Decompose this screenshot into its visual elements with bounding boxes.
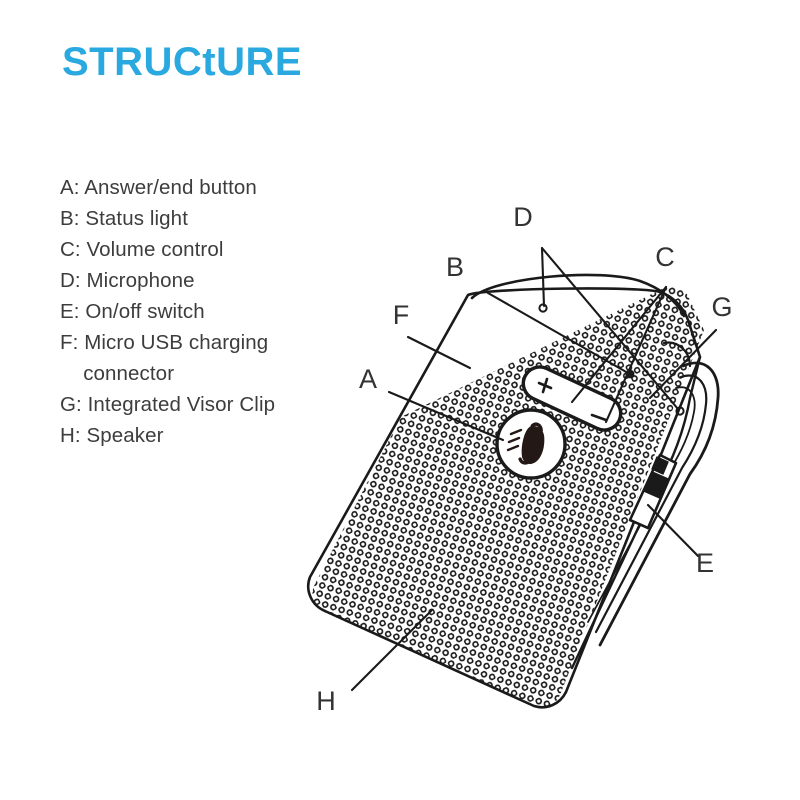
volume-up-icon[interactable] — [537, 377, 553, 394]
legend-item-b: B: Status light — [60, 207, 188, 230]
leader-line-e — [646, 503, 700, 558]
on-off-switch-tab — [651, 456, 669, 475]
leader-lines — [350, 246, 718, 692]
visor-clip-outer — [598, 361, 720, 647]
leader-line-b — [486, 291, 630, 375]
legend-item-h: H: Speaker — [60, 424, 164, 447]
callout-letter-b: B — [446, 252, 464, 282]
legend-list: A: Answer/end button B: Status light C: … — [60, 172, 360, 451]
page-title: STRUCtURE — [62, 40, 303, 84]
volume-control-rocker[interactable] — [518, 362, 626, 436]
leader-line-h — [350, 608, 434, 692]
callout-letter-c: C — [655, 242, 675, 272]
leader-line-g — [648, 328, 718, 400]
callout-letter-e: E — [696, 548, 714, 578]
legend-item-c: C: Volume control — [60, 238, 224, 261]
on-off-switch-nub — [643, 471, 669, 499]
volume-down-icon[interactable] — [590, 413, 608, 422]
callout-letter-a: A — [359, 364, 377, 394]
leader-line-c2 — [604, 285, 668, 424]
legend-item-d: D: Microphone — [60, 269, 195, 292]
legend-item-e: E: On/off switch — [60, 300, 205, 323]
callout-letter-f: F — [393, 300, 410, 330]
leader-line-c1 — [570, 285, 668, 404]
answer-end-button[interactable] — [495, 408, 567, 480]
leader-line-d1 — [540, 246, 546, 308]
callout-letter-g: G — [711, 292, 732, 322]
callout-letter-h: H — [316, 686, 336, 716]
leader-line-a — [387, 390, 505, 442]
device-group: A B C D E F G H — [306, 202, 733, 716]
visor-clip-top-curve — [662, 341, 692, 368]
visor-clip-arm — [587, 386, 696, 623]
leader-line-f — [406, 335, 472, 370]
sound-wave-icon — [506, 428, 523, 452]
legend-item-a: A: Answer/end button — [60, 176, 257, 199]
leader-line-d2 — [540, 246, 680, 411]
legend-item-f: F: Micro USB charging connector — [60, 331, 269, 385]
volume-rocker-body[interactable] — [518, 362, 626, 436]
legend-item-g: G: Integrated Visor Clip — [60, 393, 276, 416]
callout-letter-d: D — [513, 202, 533, 232]
phone-handset-icon — [518, 422, 545, 465]
microphone-hole-right — [675, 406, 685, 416]
